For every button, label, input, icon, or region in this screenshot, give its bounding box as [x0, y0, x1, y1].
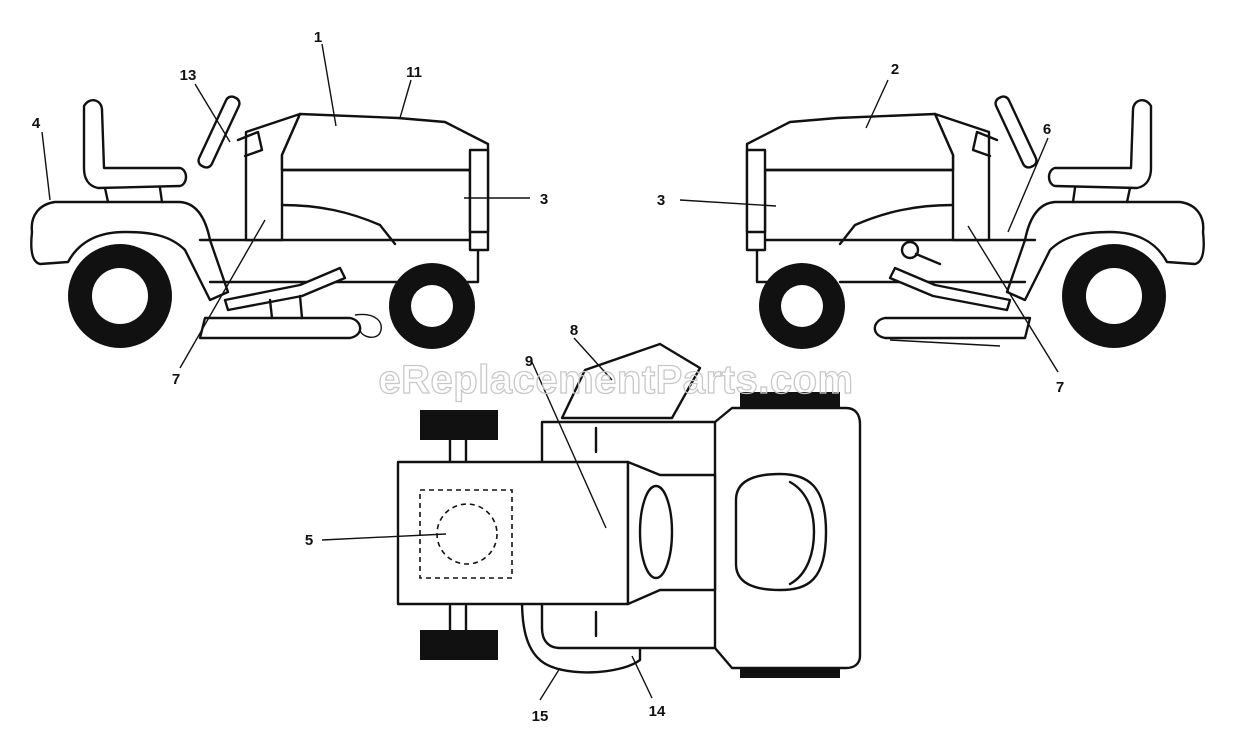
callout-7-left: 7	[172, 371, 180, 388]
callout-8: 8	[570, 322, 578, 339]
callout-labels: 1 11 13 4 3 7 2 6 3 7 8 9 5 15 14	[32, 29, 1064, 725]
callout-3-right: 3	[657, 192, 665, 209]
callout-4: 4	[32, 115, 41, 132]
watermark-text: eReplacementParts.com	[378, 358, 853, 402]
callout-3-left: 3	[540, 191, 548, 208]
callout-1: 1	[314, 29, 322, 46]
callout-15: 15	[532, 708, 549, 725]
callout-14: 14	[649, 703, 666, 720]
right-side-view	[679, 79, 1205, 373]
callout-9: 9	[525, 353, 533, 370]
left-side-view	[30, 43, 530, 369]
callout-2: 2	[891, 61, 899, 78]
callout-11: 11	[406, 64, 422, 81]
callout-7-right: 7	[1056, 379, 1064, 396]
callout-13: 13	[180, 67, 197, 84]
top-view	[321, 337, 862, 701]
callout-6: 6	[1043, 121, 1051, 138]
callout-5: 5	[305, 532, 313, 549]
